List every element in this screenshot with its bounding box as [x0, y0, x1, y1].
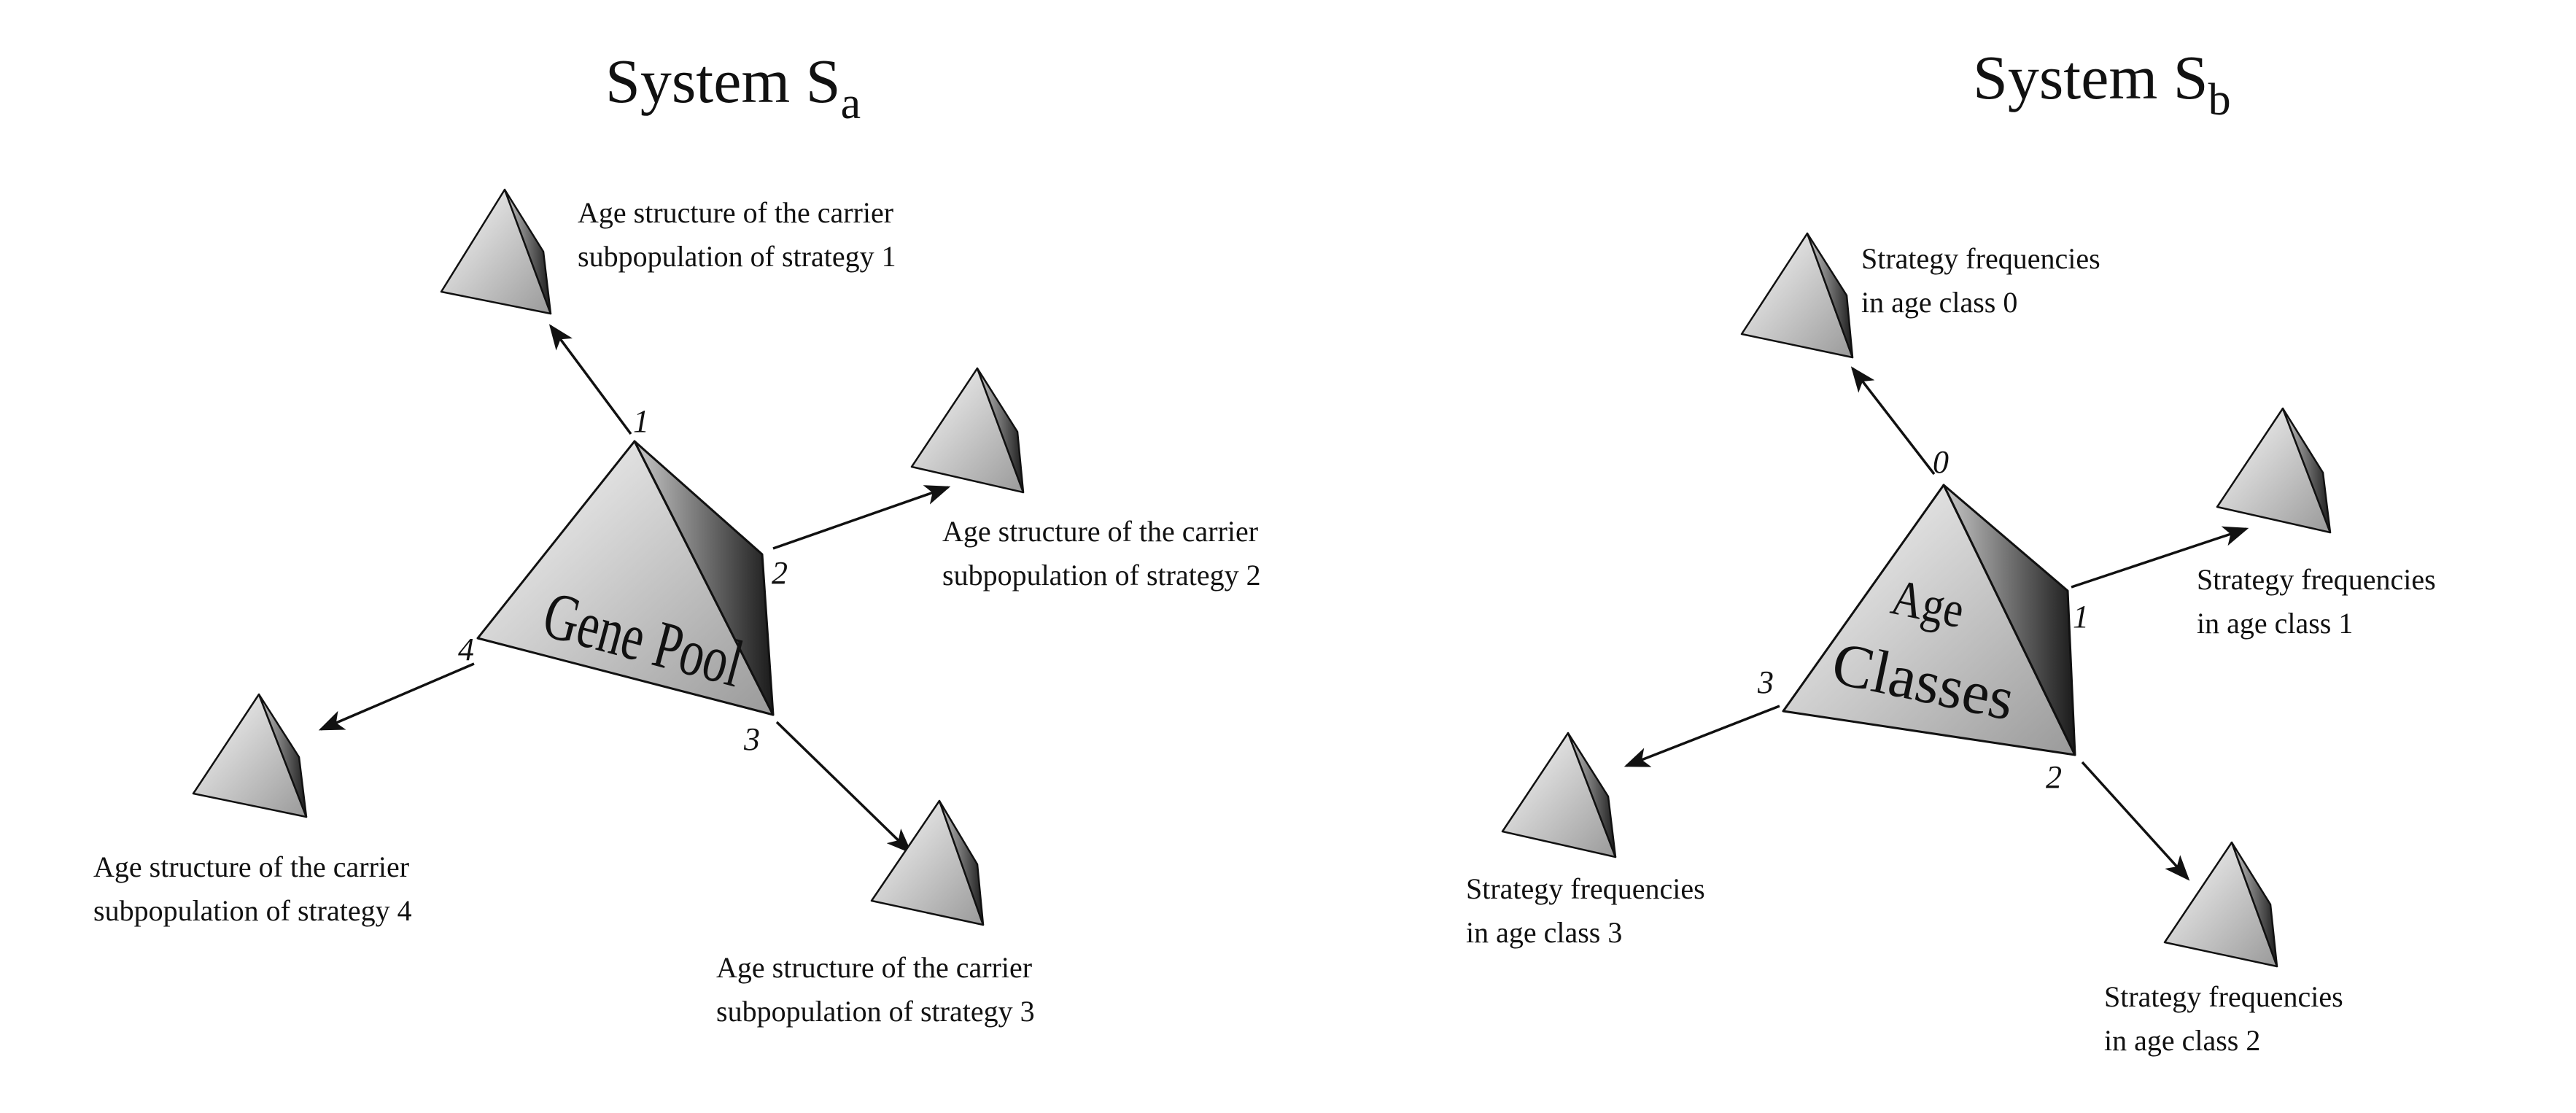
strategy-2-caption: Age structure of the carrier subpopulati…	[942, 515, 1265, 592]
arrow-to-strategy-1	[548, 324, 632, 435]
small-pyramid-b1	[2216, 407, 2332, 534]
arrow-to-strategy-2	[772, 485, 951, 550]
arrow-to-age-class-3	[1623, 705, 1780, 767]
vertex-b1-label: 1	[2073, 599, 2089, 635]
arrow-to-strategy-3	[775, 721, 912, 854]
small-pyramid-b0	[1740, 232, 1854, 359]
arrow-to-age-class-0	[1850, 366, 1936, 476]
small-pyramid-1	[440, 188, 552, 315]
small-pyramid-3	[870, 799, 985, 926]
age-classes-pyramid: Age Classes	[1782, 484, 2076, 756]
small-pyramid-4	[192, 693, 308, 818]
strategy-3-caption: Age structure of the carrier subpopulati…	[716, 951, 1039, 1028]
vertex-b2-label: 2	[2046, 759, 2062, 795]
gene-pool-pyramid: Gene Pool	[476, 440, 775, 716]
small-pyramid-b2	[2163, 841, 2278, 968]
vertex-1-label: 1	[633, 403, 649, 439]
vertex-2-label: 2	[772, 555, 788, 591]
vertex-3-label: 3	[743, 721, 760, 757]
system-b: System Sb Age Classes 0 1 2 3	[1466, 42, 2443, 1057]
arrow-to-age-class-2	[2081, 761, 2190, 881]
system-b-title: System Sb	[1973, 42, 2231, 125]
small-pyramid-2	[910, 367, 1025, 494]
system-a-title: System Sa	[605, 46, 861, 128]
age-class-2-caption: Strategy frequencies in age class 2	[2104, 980, 2351, 1057]
age-class-0-caption: Strategy frequencies in age class 0	[1861, 242, 2108, 319]
system-a: System Sa Gene Pool 1 2 3 4	[93, 46, 1265, 1028]
arrow-to-strategy-4	[318, 662, 475, 731]
vertex-4-label: 4	[458, 632, 474, 667]
strategy-4-caption: Age structure of the carrier subpopulati…	[93, 850, 416, 927]
strategy-1-caption: Age structure of the carrier subpopulati…	[578, 196, 901, 273]
age-class-3-caption: Strategy frequencies in age class 3	[1466, 872, 1712, 949]
age-class-1-caption: Strategy frequencies in age class 1	[2197, 563, 2443, 640]
vertex-0-label: 0	[1933, 444, 1949, 480]
vertex-b3-label: 3	[1757, 664, 1774, 700]
small-pyramid-b3	[1501, 732, 1617, 858]
arrow-to-age-class-1	[2071, 526, 2249, 589]
